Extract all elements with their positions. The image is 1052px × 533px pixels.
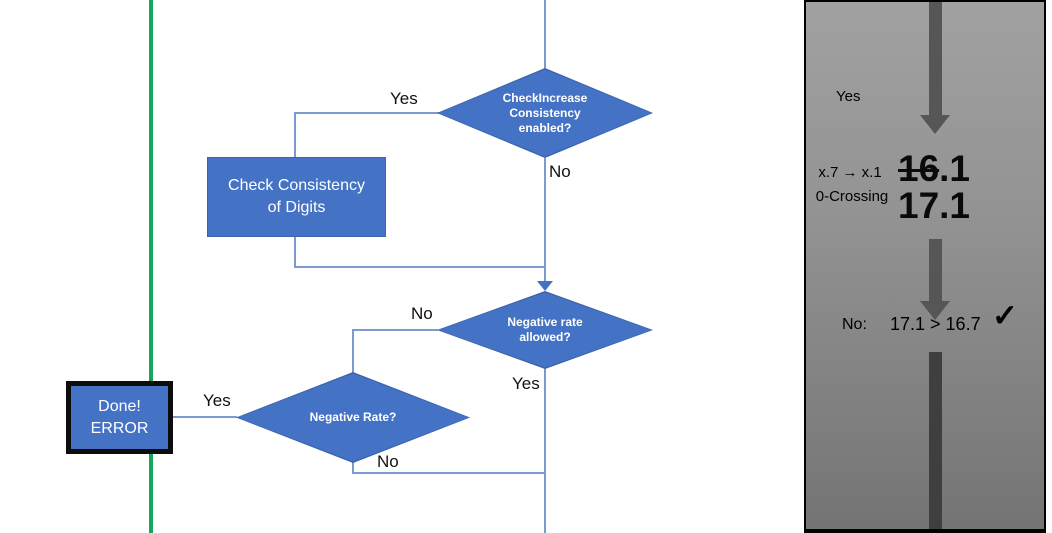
label-line: allowed? [519, 330, 571, 344]
connector-line [352, 329, 354, 373]
label-line: Check Consistency [228, 177, 365, 194]
connector-line [294, 266, 546, 268]
decision-negative-rate-allowed: Negative rate allowed? [437, 291, 653, 369]
decision-negative-rate: Negative Rate? [236, 372, 470, 463]
edge-label-yes: Yes [512, 374, 540, 393]
connector-line [352, 462, 354, 474]
terminator-done-error: Done! ERROR [66, 381, 173, 454]
label-line: Negative rate [507, 315, 583, 329]
trace-panel: Yes x.7 → x.1 0-Crossing 16.1 17.1 No: 1… [804, 0, 1046, 533]
connector-line [544, 158, 546, 282]
down-arrow-icon [920, 115, 950, 134]
decision-check-increase: CheckIncrease Consistency enabled? [437, 68, 653, 158]
connector-line [294, 235, 296, 268]
edge-label-no: No [377, 452, 399, 471]
old-value: 16.1 [898, 150, 970, 187]
label-line: enabled? [518, 120, 572, 135]
down-arrow-icon [920, 301, 950, 320]
label-line: CheckIncrease [502, 90, 588, 105]
connector-line [544, 368, 546, 533]
down-arrow-shaft [929, 352, 942, 529]
edge-label-yes: Yes [390, 89, 418, 108]
zero-crossing-text: 0-Crossing [815, 188, 889, 205]
label-line: Consistency [509, 105, 581, 120]
panel-no-label: No: [842, 316, 867, 333]
green-timeline-line [149, 0, 153, 533]
connector-line [352, 329, 438, 331]
old-value-rest: .1 [939, 148, 971, 189]
decision-negative-rate-allowed-label: Negative rate allowed? [437, 291, 653, 369]
connector-line [544, 0, 546, 69]
label-line: ERROR [90, 419, 149, 437]
label-line: Done! [98, 397, 141, 415]
decision-check-increase-label: CheckIncrease Consistency enabled? [437, 68, 653, 158]
edge-label-no: No [549, 162, 571, 181]
checkmark-icon: ✓ [992, 298, 1018, 333]
comparison-text: 17.1 > 16.7 [890, 314, 981, 334]
connector-line [294, 112, 296, 158]
process-check-consistency: Check Consistency of Digits [207, 157, 386, 237]
panel-yes-label: Yes [836, 88, 861, 105]
edge-label-no: No [411, 304, 433, 323]
arrowhead-down-icon [537, 281, 553, 291]
connector-line [352, 472, 546, 474]
new-value: 17.1 [898, 185, 971, 226]
decision-negative-rate-label: Negative Rate? [236, 372, 470, 463]
connector-line [294, 112, 439, 114]
down-arrow-shaft [929, 239, 942, 301]
trace-values: 16.1 17.1 [898, 150, 970, 224]
edge-label-yes: Yes [203, 391, 231, 410]
down-arrow-shaft [929, 2, 942, 115]
rule-text: x.7 → x.1 [818, 164, 882, 181]
label-line: Negative Rate? [309, 410, 397, 424]
old-value-struck: 16 [898, 148, 940, 189]
label-line: of Digits [267, 199, 326, 216]
connector-line [173, 416, 237, 418]
